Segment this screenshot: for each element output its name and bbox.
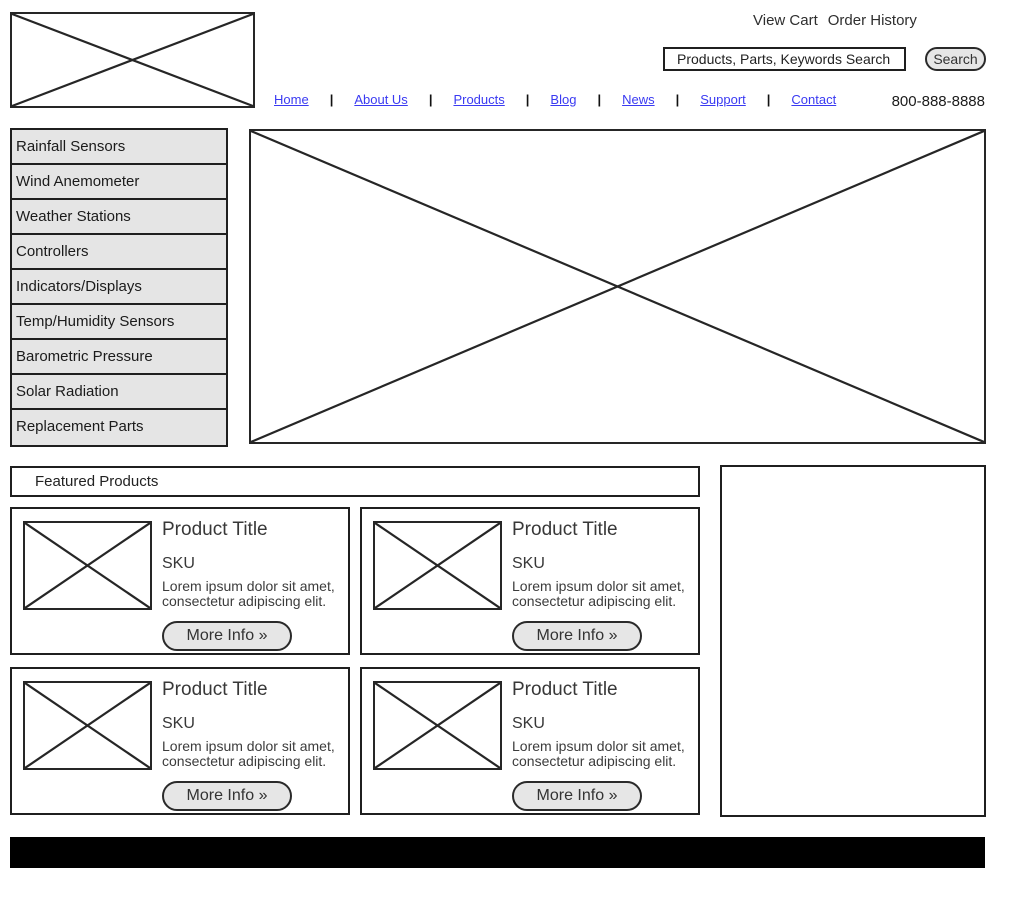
- nav-separator: |: [675, 92, 680, 107]
- product-card: Product Title SKU Lorem ipsum dolor sit …: [10, 507, 350, 655]
- utility-links: View Cart Order History: [753, 12, 917, 29]
- product-description: Lorem ipsum dolor sit amet, consectetur …: [162, 578, 335, 609]
- sidebar-item-rainfall-sensors[interactable]: Rainfall Sensors: [12, 130, 226, 165]
- product-image-placeholder: [23, 521, 152, 610]
- image-x-icon: [12, 14, 253, 106]
- nav-link-contact[interactable]: Contact: [791, 92, 837, 107]
- right-rail-placeholder: [720, 465, 986, 817]
- image-x-icon: [375, 523, 500, 608]
- sidebar-item-wind-anemometer[interactable]: Wind Anemometer: [12, 165, 226, 200]
- search-button[interactable]: Search: [925, 47, 986, 71]
- more-info-button[interactable]: More Info »: [162, 781, 292, 811]
- nav-link-about-us[interactable]: About Us: [354, 92, 408, 107]
- main-nav: Home | About Us | Products | Blog | News…: [274, 92, 836, 107]
- footer-bar: [10, 837, 985, 868]
- sidebar-item-indicators-displays[interactable]: Indicators/Displays: [12, 270, 226, 305]
- nav-link-support[interactable]: Support: [700, 92, 746, 107]
- product-title: Product Title: [162, 519, 268, 540]
- more-info-button[interactable]: More Info »: [162, 621, 292, 651]
- nav-separator: |: [525, 92, 530, 107]
- product-image-placeholder: [23, 681, 152, 770]
- view-cart-link[interactable]: View Cart: [753, 12, 818, 29]
- product-title: Product Title: [162, 679, 268, 700]
- nav-separator: |: [428, 92, 433, 107]
- nav-link-home[interactable]: Home: [274, 92, 309, 107]
- product-card: Product Title SKU Lorem ipsum dolor sit …: [10, 667, 350, 815]
- product-image-placeholder: [373, 521, 502, 610]
- nav-link-blog[interactable]: Blog: [550, 92, 577, 107]
- logo-placeholder[interactable]: [10, 12, 255, 108]
- product-title: Product Title: [512, 519, 618, 540]
- image-x-icon: [375, 683, 500, 768]
- more-info-button[interactable]: More Info »: [512, 781, 642, 811]
- product-sku: SKU: [162, 715, 195, 732]
- search-input[interactable]: [663, 47, 906, 71]
- nav-separator: |: [766, 92, 771, 107]
- featured-products-header: Featured Products: [10, 466, 700, 497]
- image-x-icon: [25, 523, 150, 608]
- sidebar-item-barometric-pressure[interactable]: Barometric Pressure: [12, 340, 226, 375]
- product-sku: SKU: [162, 555, 195, 572]
- sidebar-item-weather-stations[interactable]: Weather Stations: [12, 200, 226, 235]
- nav-link-products[interactable]: Products: [453, 92, 505, 107]
- sidebar-item-solar-radiation[interactable]: Solar Radiation: [12, 375, 226, 410]
- hero-image-placeholder: [249, 129, 986, 444]
- product-image-placeholder: [373, 681, 502, 770]
- sidebar-item-temp-humidity-sensors[interactable]: Temp/Humidity Sensors: [12, 305, 226, 340]
- product-sku: SKU: [512, 715, 545, 732]
- product-description: Lorem ipsum dolor sit amet, consectetur …: [162, 738, 335, 769]
- sidebar-item-replacement-parts[interactable]: Replacement Parts: [12, 410, 226, 445]
- image-x-icon: [25, 683, 150, 768]
- category-sidebar: Rainfall Sensors Wind Anemometer Weather…: [10, 128, 228, 447]
- nav-separator: |: [329, 92, 334, 107]
- product-card: Product Title SKU Lorem ipsum dolor sit …: [360, 667, 700, 815]
- product-description: Lorem ipsum dolor sit amet, consectetur …: [512, 738, 685, 769]
- product-title: Product Title: [512, 679, 618, 700]
- image-x-icon: [251, 131, 984, 442]
- nav-separator: |: [597, 92, 602, 107]
- sidebar-item-controllers[interactable]: Controllers: [12, 235, 226, 270]
- more-info-button[interactable]: More Info »: [512, 621, 642, 651]
- product-sku: SKU: [512, 555, 545, 572]
- nav-link-news[interactable]: News: [622, 92, 655, 107]
- product-description: Lorem ipsum dolor sit amet, consectetur …: [512, 578, 685, 609]
- order-history-link[interactable]: Order History: [827, 12, 917, 29]
- phone-number: 800-888-8888: [891, 93, 985, 110]
- product-card: Product Title SKU Lorem ipsum dolor sit …: [360, 507, 700, 655]
